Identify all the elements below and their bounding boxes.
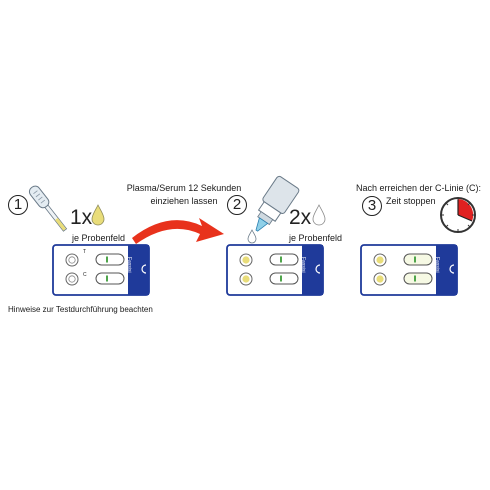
footnote: Hinweise zur Testdurchführung beachten bbox=[8, 305, 153, 314]
cassette-brand-3: Fassisi bbox=[434, 257, 440, 273]
pipette-icon bbox=[28, 185, 68, 232]
step-1-number: 1 bbox=[8, 195, 28, 215]
step-3-caption-line-1: Nach erreichen der C-Linie (C): bbox=[356, 183, 482, 193]
test-cassette-2 bbox=[226, 244, 324, 296]
cassette-brand-1: Fassisi bbox=[126, 257, 132, 273]
step-2-multiplier: 2x bbox=[289, 206, 312, 229]
mark-c: C bbox=[83, 272, 87, 278]
dropper-bottle-icon bbox=[247, 175, 300, 244]
step-2-number: 2 bbox=[227, 195, 247, 215]
drop-icon bbox=[91, 204, 105, 226]
step-1-multiplier: 1x bbox=[70, 206, 93, 229]
curved-arrow-icon bbox=[132, 218, 224, 244]
arrow-caption-line-2: einziehen lassen bbox=[150, 196, 218, 206]
cassette-brand-2: Fassisi bbox=[300, 257, 306, 273]
drop-icon bbox=[312, 204, 326, 226]
test-cassette-1 bbox=[52, 244, 150, 296]
mark-t: T bbox=[83, 249, 87, 255]
step-3-number: 3 bbox=[362, 196, 382, 216]
step-3-caption-line-2: Zeit stoppen bbox=[386, 196, 436, 206]
timer-icon bbox=[440, 197, 476, 233]
test-cassette-3 bbox=[360, 244, 458, 296]
arrow-caption-line-1: Plasma/Serum 12 Sekunden bbox=[126, 183, 242, 193]
step-2-label: je Probenfeld bbox=[289, 233, 343, 243]
step-1-label: je Probenfeld bbox=[72, 233, 126, 243]
